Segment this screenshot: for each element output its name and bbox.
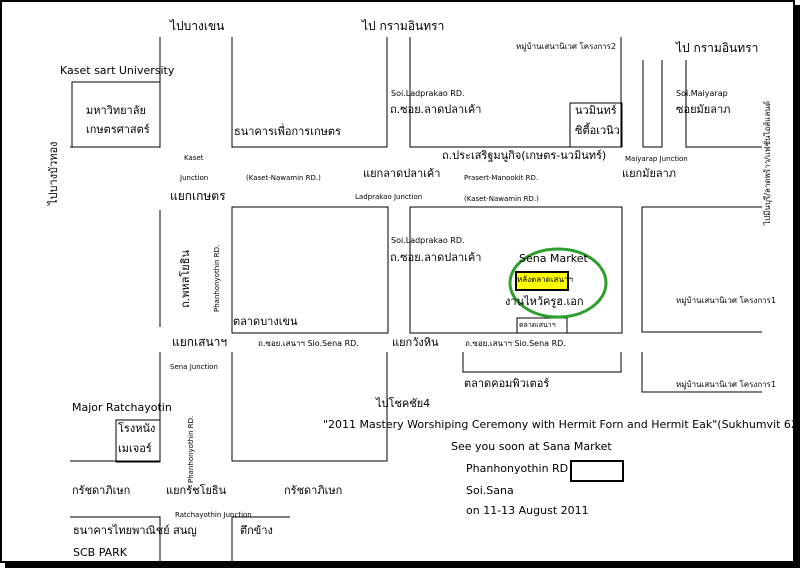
label-sena-market-en: Sena Market	[519, 252, 588, 265]
label-baac: ธนาคารเพื่อการเกษตร	[234, 125, 341, 138]
label-kaset-junction-th: แยกเกษตร	[170, 189, 226, 203]
label-scb-park: SCB PARK	[73, 546, 128, 559]
label-behind-sena-market: หลังตลาดเสนาฯ	[517, 275, 573, 284]
label-to-ram-inthra-top: ไป กรามอินทรา	[362, 19, 445, 33]
label-thai-commerce: ธนาคารไทยพาณิชย์ สนญ	[73, 524, 197, 537]
label-prasert-manukit-en: Prasert-Manookit RD.	[464, 174, 539, 182]
frame-shadow-right	[795, 5, 800, 568]
label-maiyarap-junction: Maiyarap Junction	[625, 155, 688, 163]
label-ladplakao-junction-th: แยกลาดปลาเค้า	[363, 167, 441, 180]
label-sena-market-small: ตลาดเสนาฯ	[519, 321, 556, 329]
label-sena-junction-en: Sena Junction	[170, 363, 218, 371]
label-sena-junction-th: แยกเสนาฯ	[172, 335, 228, 349]
sena-market-small-box	[516, 317, 568, 334]
label-ratchada-left: กรัชดาภิเษก	[72, 484, 131, 497]
label-soi-maiyarap-en: Soi.Maiyarap	[676, 89, 728, 98]
label-ratchada-right: กรัชดาภิเษก	[284, 484, 343, 497]
label-sena-village-2: หมู่บ้านเสนานิเวศ โครงการ2	[516, 42, 617, 51]
label-kasetsart-th-1: มหาวิทยาลัย	[86, 104, 146, 117]
event-line1: See you soon at Sana Market	[451, 440, 612, 453]
nawamin-city-avenue-box	[569, 102, 623, 148]
label-nawamin-2: ซิตี้อเวนิว	[575, 124, 620, 137]
label-kasetsart-en: Kaset sart University	[60, 64, 175, 77]
block-talad-bang-khen	[231, 206, 389, 334]
event-title: "2011 Mastery Worshiping Ceremony with H…	[323, 418, 800, 431]
kasetsart-university-box	[71, 81, 161, 148]
behind-sena-market-highlight	[515, 271, 569, 291]
label-prasert-manukit-th: ถ.ประเสริฐมนูกิจ(เกษตร-นวมินทร์)	[442, 149, 607, 162]
label-major-th-1: โรงหนัง	[118, 422, 156, 435]
label-soi-maiyarap-th: ซอยมัยลาภ	[676, 103, 731, 116]
label-maiyarap-junction-th: แยกมัยลาภ	[622, 167, 677, 180]
block-right-lower	[641, 352, 762, 393]
label-phahonyothin-lower-en: Phanhonyothin RD.	[187, 415, 195, 483]
label-ladprakao-junction-en: Ladprakao Junction	[355, 193, 423, 201]
block-scb	[70, 516, 161, 562]
label-soi-ladprakao-mid-th: ถ.ซอย.ลาดปลาเค้า	[390, 251, 482, 264]
label-to-chokchai4: ไปโชคชัย4	[376, 397, 431, 410]
event-line2: Phanhonyothin RD	[466, 462, 569, 475]
label-to-min-buri: ไปมีนบุรี/ลาดพร้าว/แฟชั่นไอส์แลนด์	[763, 101, 772, 225]
label-kaset-junction-2: Junction	[180, 174, 209, 182]
event-line4: on 11-13 August 2011	[466, 504, 589, 517]
sena-market-ellipse	[508, 247, 608, 319]
block-sena-market	[409, 206, 623, 334]
label-phahonyothin-en: Phanhonyothin RD.	[213, 244, 221, 312]
label-wang-hin-junction: แยกวังหิน	[392, 336, 439, 349]
map-marker-box	[570, 460, 624, 482]
label-soi-sena-left: ถ.ซอย.เสนาฯ Sio.Sena RD.	[258, 339, 359, 348]
label-sena-village-1b: หมู่บ้านเสนานิเวศ โครงการ1	[676, 380, 777, 389]
label-soi-sena-right: ถ.ซอย.เสนาฯ Sio.Sena RD.	[465, 339, 566, 348]
block-maiyarap-right	[685, 60, 762, 148]
event-line3: Soi.Sana	[466, 484, 514, 497]
label-soi-ladprakao-top-en: Soi.Ladprakao RD.	[391, 89, 465, 98]
block-baac	[231, 37, 388, 148]
label-ratchayothin-th: แยกรัชโยธิน	[166, 484, 227, 497]
label-sena-village-1a: หมู่บ้านเสนานิเวศ โครงการ1	[676, 296, 777, 305]
label-talad-computer: ตลาดคอมพิวเตอร์	[464, 377, 550, 390]
label-major-th-2: เมเจอร์	[118, 442, 152, 455]
label-kaset-nawamin-left: (Kaset-Nawamin RD.)	[246, 174, 321, 182]
frame-shadow-bottom	[5, 563, 800, 568]
label-chinese-shrine: งานไหว้ครูฮ.เอก	[505, 295, 584, 308]
block-tuek-khang	[231, 516, 290, 562]
major-cinema-box	[115, 419, 161, 463]
label-tuek-khang: ตึกข้าง	[240, 524, 273, 537]
label-kaset-junction-1: Kaset	[184, 154, 204, 162]
block-lower-middle	[231, 352, 388, 462]
block-maiyarap-left	[642, 60, 663, 148]
label-major-en: Major Ratchayotin	[72, 401, 172, 414]
block-nawamin	[409, 37, 622, 148]
label-kaset-nawamin-right: (Kaset-Nawamin RD.)	[464, 195, 539, 203]
block-computer-market	[462, 352, 622, 373]
label-ratchayothin-en: Ratchayothin Junction	[175, 511, 252, 519]
label-soi-ladprakao-top-th: ถ.ซอย.ลาดปลาเค้า	[390, 103, 482, 116]
label-phahonyothin-th: ถ.พหลโยธิน	[179, 250, 192, 308]
label-nawamin-1: นวมินทร์	[575, 104, 617, 117]
label-to-bang-bua-thong: ไปบางบัวทอง	[47, 141, 60, 205]
block-right-mid	[641, 207, 762, 333]
label-talad-bang-khen: ตลาดบางเขน	[233, 315, 298, 328]
label-soi-ladprakao-mid-en: Soi.Ladprakao RD.	[391, 236, 465, 245]
label-kasetsart-th-2: เกษตรศาสตร์	[86, 123, 150, 136]
label-to-bang-khen: ไปบางเขน	[170, 19, 225, 33]
label-to-ram-inthra-right: ไป กรามอินทรา	[676, 41, 759, 55]
